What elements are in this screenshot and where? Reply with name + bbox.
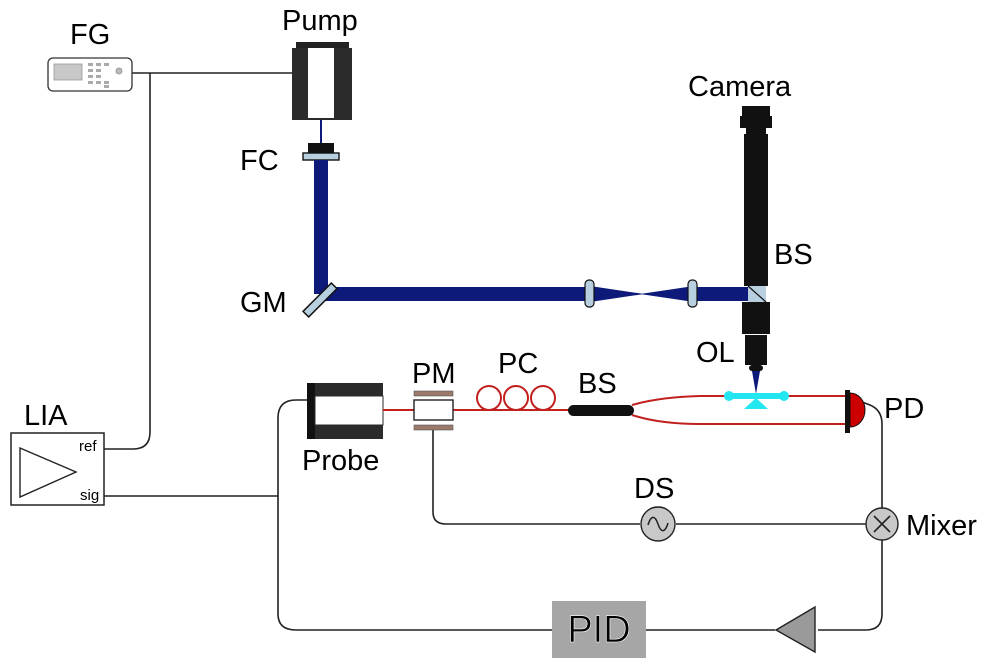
probe-laser bbox=[307, 383, 384, 439]
label-pump: Pump bbox=[282, 5, 358, 37]
lens-2 bbox=[687, 279, 698, 308]
wire-fg-lia-ref bbox=[104, 73, 151, 450]
label-fc: FC bbox=[240, 145, 279, 177]
label-mixer: Mixer bbox=[906, 510, 977, 542]
label-pm: PM bbox=[412, 358, 456, 390]
sine-wave-icon bbox=[647, 516, 669, 532]
amplifier bbox=[774, 605, 816, 654]
label-probe: Probe bbox=[302, 445, 379, 477]
label-lia-ref: ref bbox=[79, 438, 97, 455]
camera bbox=[740, 106, 772, 286]
electrical-wiring bbox=[104, 72, 883, 631]
wire-probe-pid bbox=[277, 399, 552, 631]
label-ol: OL bbox=[696, 337, 735, 369]
label-pd: PD bbox=[884, 393, 924, 425]
fiber-beam-splitter bbox=[568, 405, 634, 416]
photodetector bbox=[845, 390, 866, 433]
label-bs-fiber: BS bbox=[578, 368, 617, 400]
fiber-coupler bbox=[302, 143, 340, 161]
phase-modulator bbox=[413, 390, 454, 431]
beam-splitter-cube bbox=[747, 285, 767, 303]
pump-beam bbox=[314, 160, 748, 302]
label-camera: Camera bbox=[688, 71, 792, 103]
sample bbox=[724, 391, 789, 409]
objective-lens bbox=[742, 302, 770, 394]
label-bs-top: BS bbox=[774, 239, 813, 271]
lock-in-amplifier bbox=[10, 432, 105, 506]
polarization-controller bbox=[476, 385, 556, 411]
label-pc: PC bbox=[498, 348, 538, 380]
label-gm: GM bbox=[240, 287, 287, 319]
function-generator bbox=[47, 57, 133, 92]
pump-laser bbox=[292, 42, 352, 120]
wire-mixer-pd bbox=[861, 401, 883, 510]
label-fg: FG bbox=[70, 19, 110, 51]
wire-amp-mixer bbox=[818, 538, 883, 631]
probe-fiber bbox=[383, 395, 846, 425]
label-lia: LIA bbox=[24, 400, 68, 432]
label-pid: PID bbox=[567, 609, 630, 651]
signal-source bbox=[640, 506, 676, 542]
label-ds: DS bbox=[634, 473, 674, 505]
pid-controller bbox=[552, 601, 646, 658]
galvo-mirror bbox=[301, 281, 339, 319]
wire-pm-ds bbox=[432, 430, 640, 525]
knob-icon bbox=[115, 67, 123, 75]
label-lia-sig: sig bbox=[80, 487, 99, 504]
lens-1 bbox=[584, 279, 595, 308]
multiply-icon bbox=[873, 515, 891, 533]
mixer bbox=[865, 507, 899, 541]
